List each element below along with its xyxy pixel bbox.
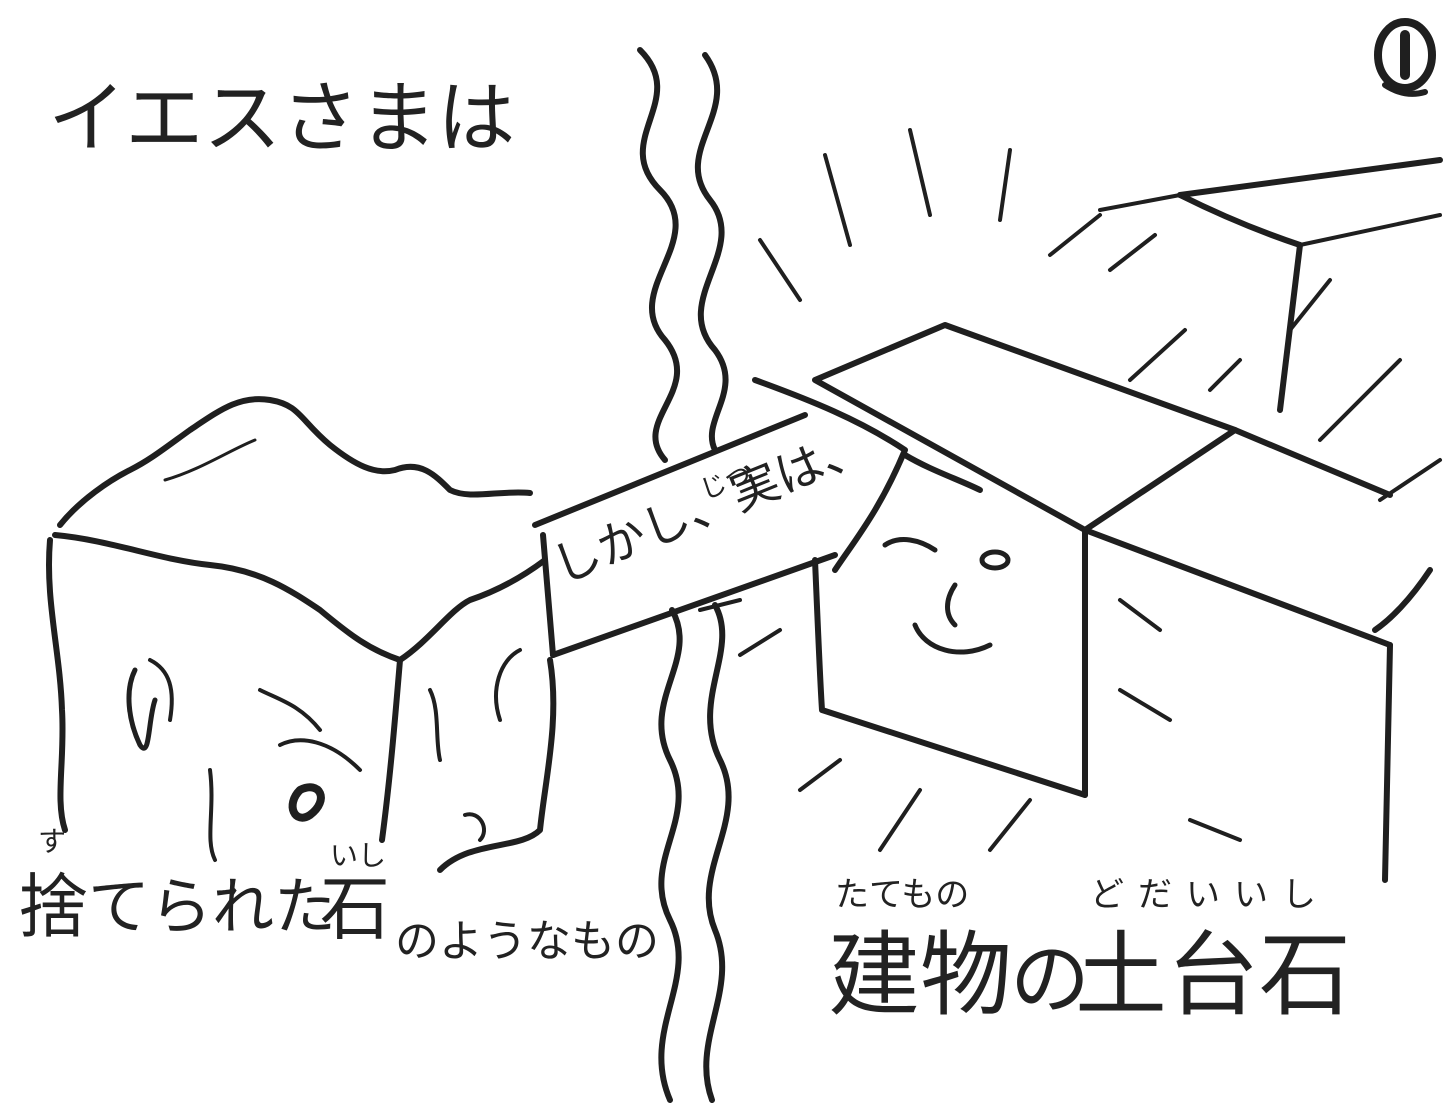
right-caption-particle: の [1010,933,1090,1026]
left-ruby-1: す [38,825,67,858]
right-ruby-2: どだいいし [1090,875,1330,915]
arrow-banner [532,377,908,658]
right-caption-word-2: 土台石 [1075,922,1352,1029]
wavy-divider [637,47,732,1103]
left-caption-word-3: 石 [320,868,390,950]
page-number: ① [1370,12,1371,13]
left-caption-word-2: てられた [88,870,337,943]
left-caption-tail: のようなもの [395,916,659,967]
page-number-circle [1374,18,1436,97]
discarded-stone-drawing [45,396,557,873]
left-caption-word-1: 捨 [18,866,88,948]
title-text: イエスさまは [48,74,516,164]
right-caption-word-1: 建物 [828,922,1013,1029]
right-ruby-1: たてもの [835,875,970,915]
left-ruby-3: いし [330,839,387,872]
foundation-stone-drawing [698,128,1443,883]
